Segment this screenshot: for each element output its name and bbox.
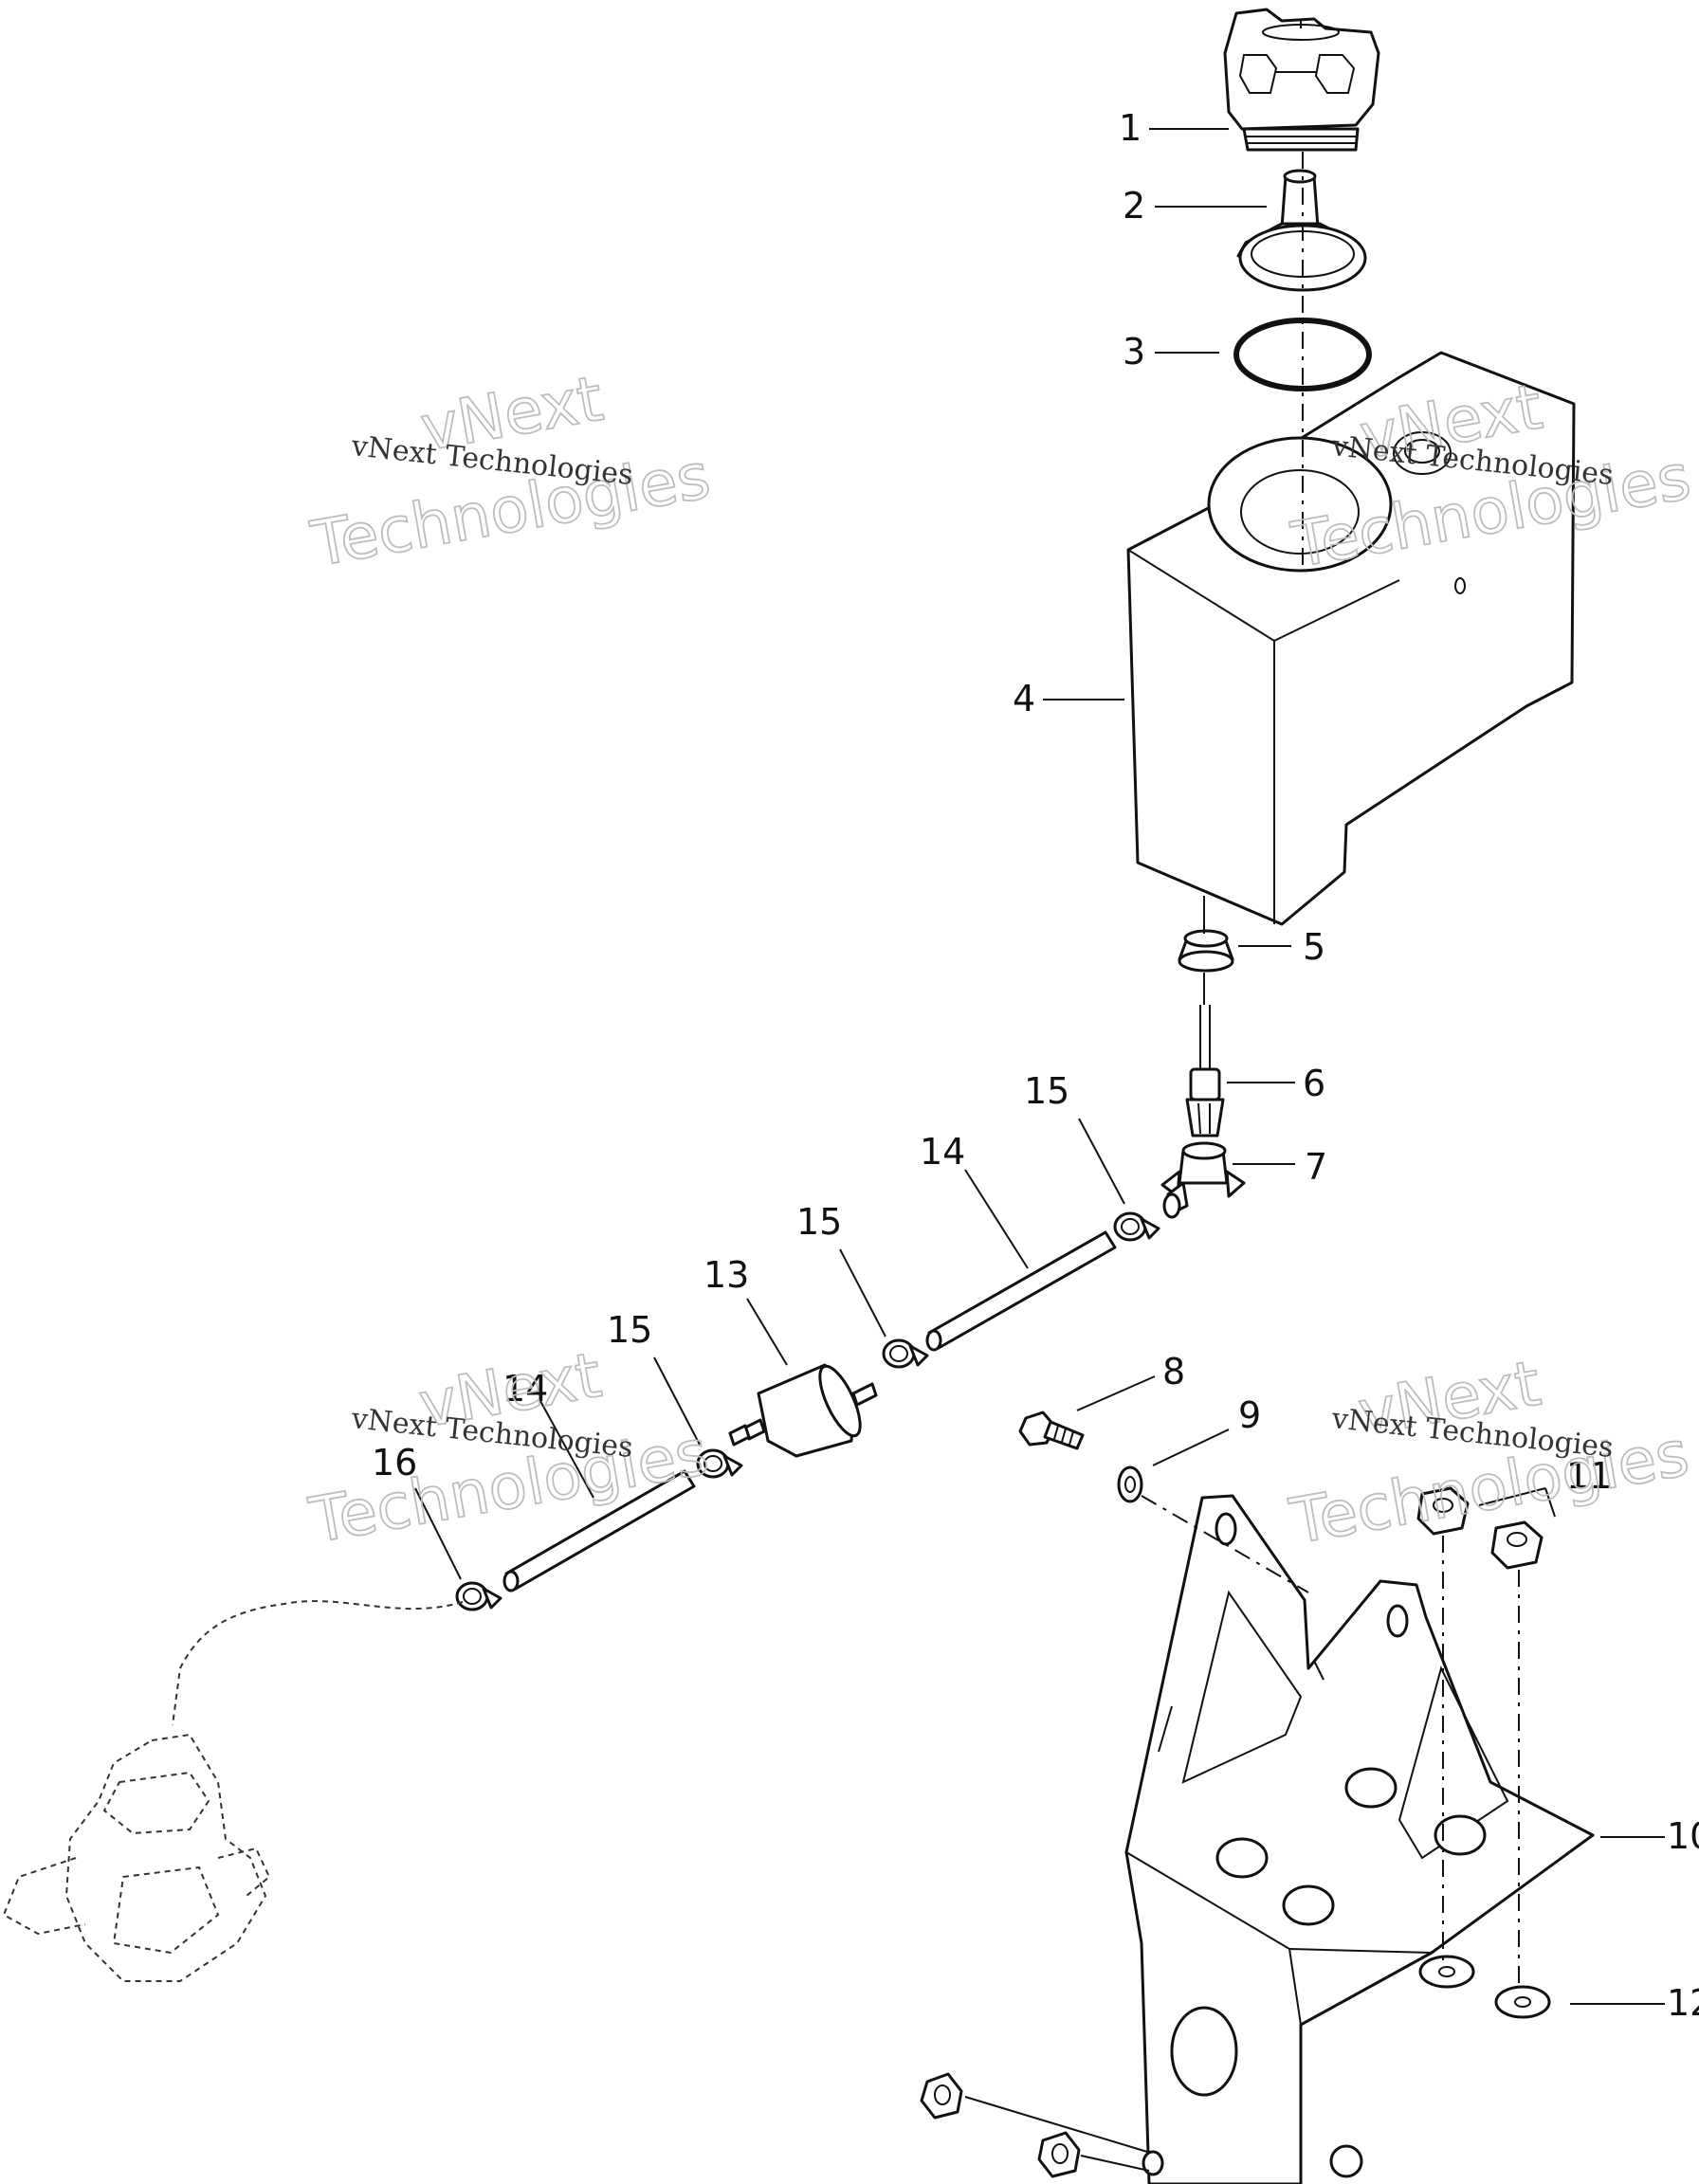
tank-bracket [1124,1494,1595,2184]
callout-10: 10 [1667,1815,1699,1857]
filler-cap [1223,8,1380,152]
oil-strainer [1185,1005,1225,1138]
hose-clamp-lower [696,1448,743,1479]
hose-clamp-middle [882,1338,929,1369]
flat-washer-right [1494,1985,1551,2019]
washer [1117,1465,1143,1503]
callout-15-lower: 15 [607,1309,652,1351]
callout-3: 3 [1123,331,1145,373]
callout-1: 1 [1119,107,1142,149]
callout-8: 8 [1162,1351,1185,1392]
callout-15-upper: 15 [1024,1070,1069,1112]
assembly-lines [964,152,1520,2172]
nut-right [1490,1520,1544,1570]
callout-12: 12 [1667,1982,1699,2024]
bolt [1018,1410,1085,1450]
callout-9: 9 [1238,1394,1261,1436]
nut-lower-left [920,2072,963,2120]
oil-hose-lower [502,1469,696,1592]
callout-14-lower: 14 [502,1368,548,1410]
hose-clamp-upper [1113,1211,1160,1242]
callout-2: 2 [1123,185,1145,227]
nut-lower-right [1037,2131,1081,2178]
inline-oil-filter [728,1363,878,1458]
leader-lines [414,128,1665,2005]
callout-11: 11 [1566,1455,1612,1497]
grommet [1178,929,1234,973]
nut-left [1416,1486,1470,1536]
callout-labels: 1 2 3 4 5 6 7 8 9 10 11 12 13 14 14 15 1… [372,107,1699,2024]
flat-washer-left [1418,1955,1475,1989]
callout-14-upper: 14 [920,1131,965,1173]
callout-6: 6 [1303,1063,1325,1104]
oil-pump-reference [2,1600,464,1982]
callout-7: 7 [1305,1146,1327,1188]
callout-16: 16 [372,1442,417,1483]
callout-15-middle: 15 [796,1201,842,1243]
hose-clamp-pump [455,1581,502,1611]
callout-5: 5 [1303,926,1325,968]
callout-4: 4 [1013,678,1035,719]
outlet-fitting [1160,1141,1246,1219]
oil-tank [1126,351,1576,926]
oil-hose-upper [925,1230,1117,1352]
callout-13: 13 [703,1254,749,1296]
